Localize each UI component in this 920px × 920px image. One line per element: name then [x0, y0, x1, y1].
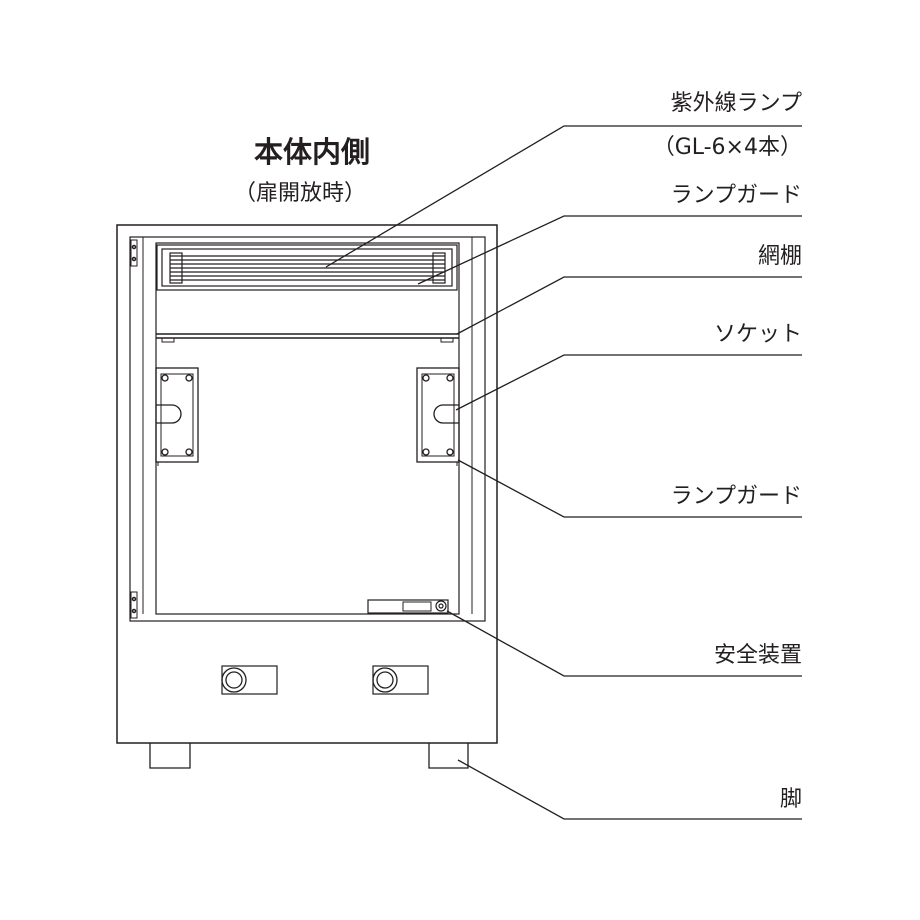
socket-box-right	[416, 367, 460, 466]
label-uv-lamp: 紫外線ランプ	[671, 91, 802, 116]
cabinet-outer-frame	[116, 224, 498, 744]
leader-leg	[457, 759, 802, 820]
safety-device-drawing	[367, 599, 449, 614]
label-lamp-guard-side: ランプガード	[671, 484, 802, 509]
callout-labels: 紫外線ランプ （GL-6×4本） ランプガード 網棚 ソケット ランプガード 安…	[653, 91, 802, 812]
label-lamp-guard-top: ランプガード	[671, 183, 802, 208]
leader-lamp-guard-top	[417, 215, 802, 285]
cabinet-drawing	[116, 224, 498, 769]
leader-mesh-shelf	[456, 276, 802, 335]
lower-panel	[221, 665, 429, 695]
legs-drawing	[149, 743, 469, 769]
label-mesh-shelf: 網棚	[758, 244, 802, 269]
leader-lines	[325, 125, 802, 820]
label-safety-device: 安全装置	[714, 643, 802, 668]
leader-socket	[455, 354, 802, 411]
leader-safety-device	[446, 610, 802, 677]
leader-lamp-guard-side	[457, 459, 802, 518]
label-uv-lamp-spec: （GL-6×4本）	[653, 135, 802, 160]
hinge-bottom	[130, 591, 138, 619]
leader-uv-lamp	[325, 125, 802, 268]
uv-lamp-assembly	[156, 244, 458, 291]
diagram-title: 本体内側	[254, 135, 370, 169]
chamber-interior	[155, 242, 460, 615]
socket-box-left	[155, 367, 199, 466]
label-leg: 脚	[780, 787, 802, 812]
hinge-top	[130, 239, 138, 267]
cabinet-inner-frame	[129, 236, 486, 622]
mesh-shelf-drawing	[156, 333, 459, 343]
diagram-subtitle: （扉開放時）	[234, 181, 366, 206]
label-socket: ソケット	[714, 322, 802, 347]
